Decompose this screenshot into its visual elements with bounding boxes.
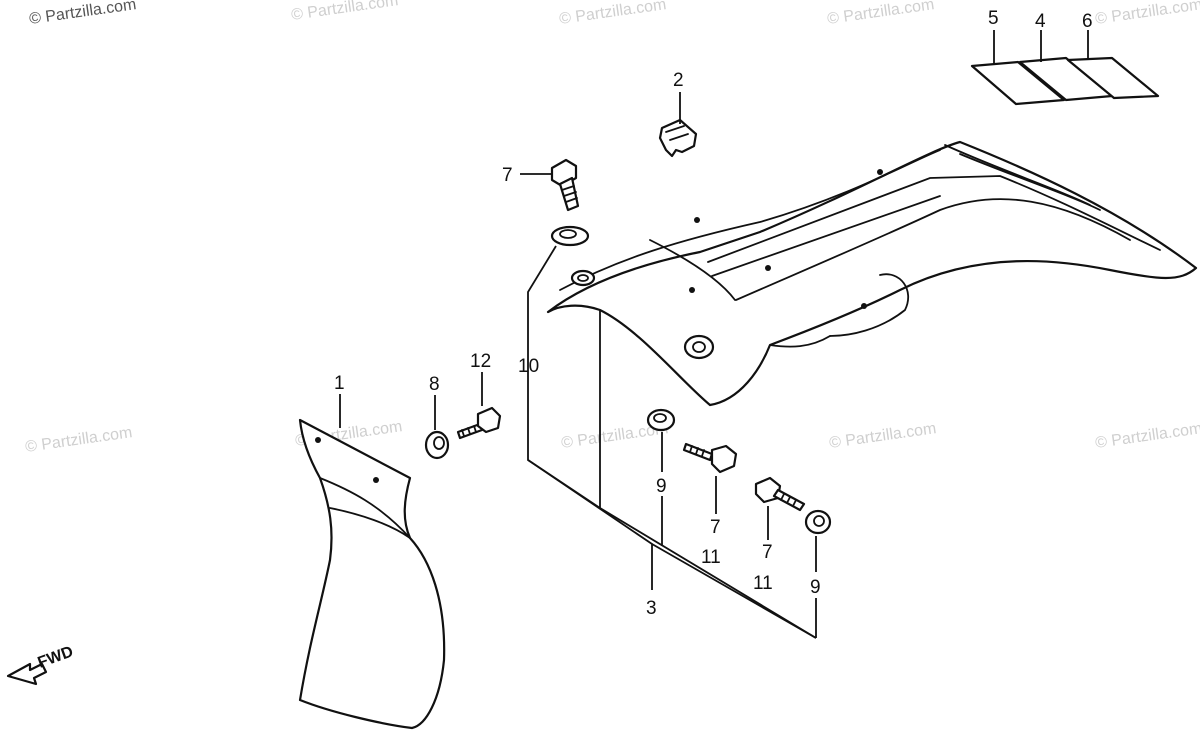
decal-strip-5[interactable] [970,60,1066,106]
splash-guard-part-1[interactable] [298,418,446,730]
grommet-part-10[interactable] [550,225,590,247]
callout-10: 10 [518,356,539,377]
callout-3: 3 [646,598,657,619]
bolt-part-12[interactable] [456,406,502,440]
watermark-text: © Partzilla.com [826,0,935,28]
forward-direction-indicator: FWD [6,643,76,686]
callout-2: 2 [673,70,684,91]
watermark-text: © Partzilla.com [1094,0,1200,28]
watermark-text: © Partzilla.com [828,420,937,452]
callout-6: 6 [1082,11,1093,32]
callout-12: 12 [470,351,491,372]
callout-7: 7 [710,517,721,538]
bolt-part-7-top[interactable] [550,158,580,212]
callout-7: 7 [762,542,773,563]
clip-part-2[interactable] [658,118,698,158]
collar-part-9-right[interactable] [804,509,832,535]
watermark-text: © Partzilla.com [24,424,133,456]
decal-strip-6[interactable] [1066,56,1160,100]
bolt-part-7-center[interactable] [682,442,738,474]
forward-arrow-icon [6,662,48,686]
callout-labels: 5 4 6 2 7 10 1 8 12 9 7 11 7 11 9 3 [334,8,1093,619]
collar-part-9-center[interactable] [646,408,676,432]
watermark-text: © Partzilla.com [28,0,137,28]
collar-part-8[interactable] [424,430,450,460]
forward-label: FWD [36,643,76,671]
watermark-text: © Partzilla.com [1094,420,1200,452]
callout-8: 8 [429,374,440,395]
rear-fender-part-3[interactable] [546,140,1198,407]
callout-7: 7 [502,165,513,186]
watermark-text: © Partzilla.com [558,0,667,28]
leader-lines [339,30,1089,639]
bolt-part-7-right[interactable] [754,476,806,512]
callout-11: 11 [701,547,721,568]
watermark-text: © Partzilla.com [290,0,399,24]
callout-9: 9 [656,476,667,497]
callout-1: 1 [334,373,345,394]
callout-4: 4 [1035,11,1046,32]
callout-5: 5 [988,8,999,29]
decal-strips[interactable] [970,56,1160,106]
callout-9: 9 [810,577,821,598]
callout-11: 11 [753,573,773,594]
